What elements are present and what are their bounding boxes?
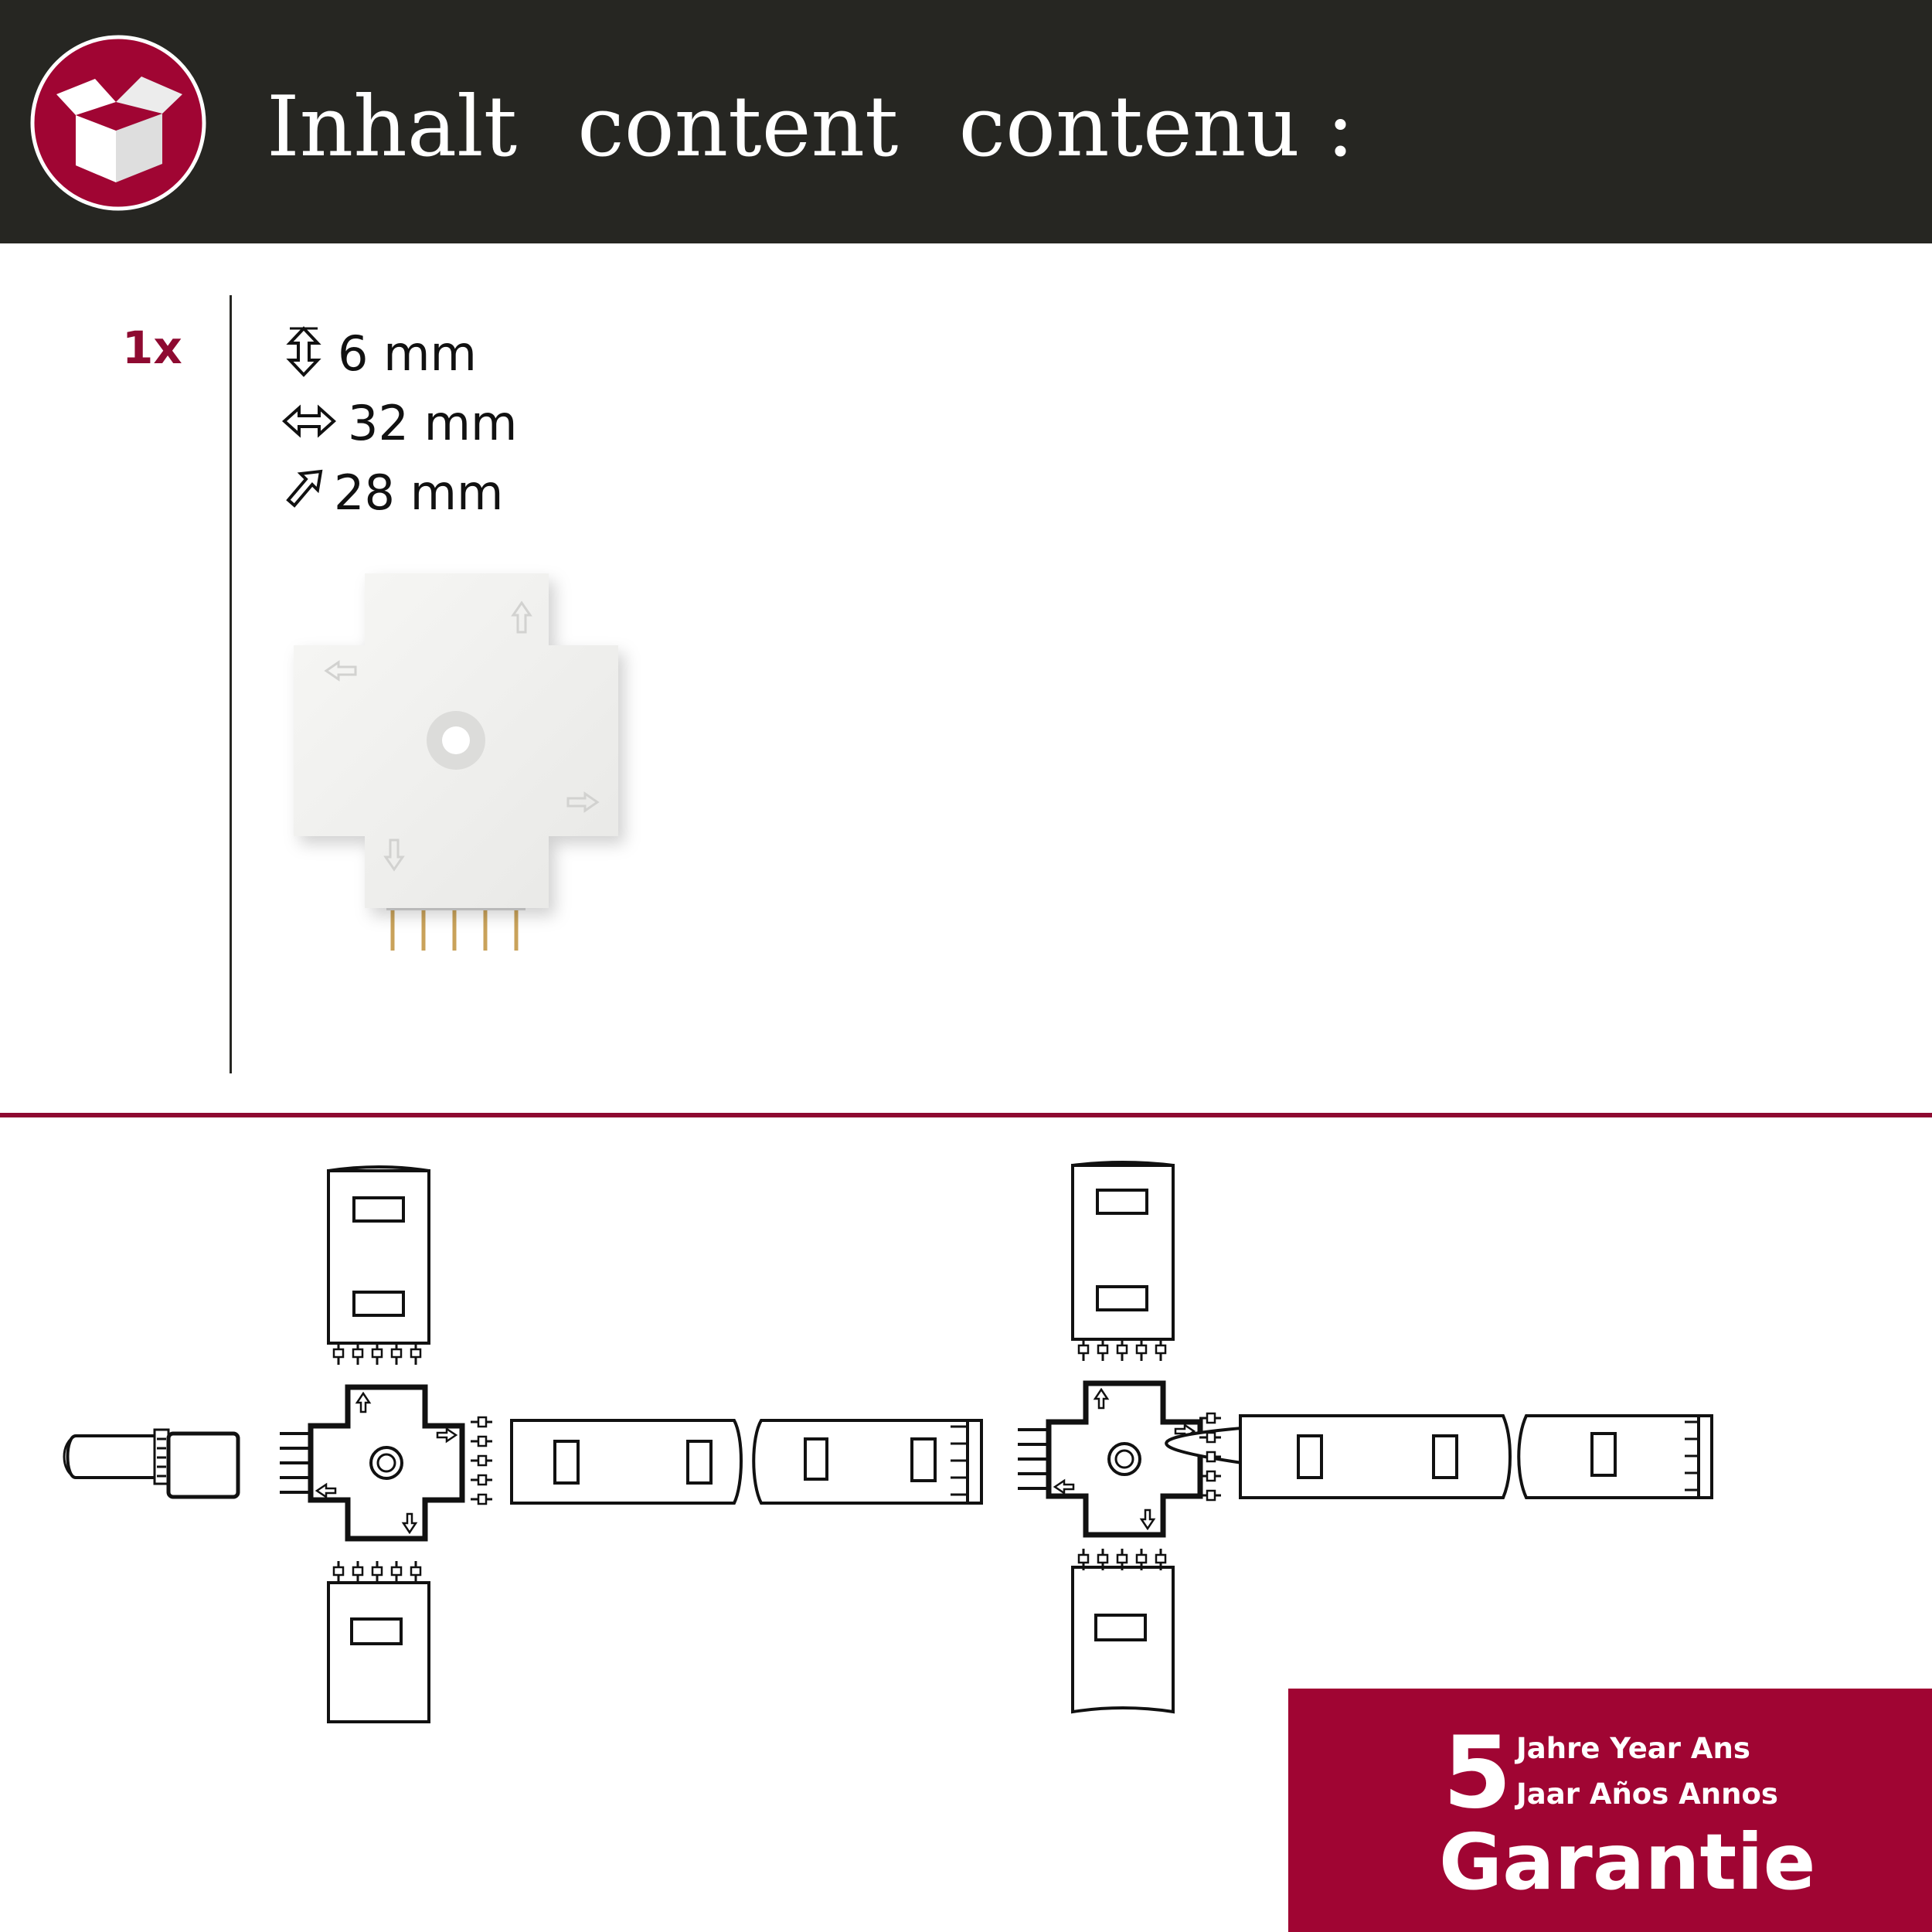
title-french: contenu : (958, 79, 1355, 175)
warranty-badge: 5 Jahre Year Ans Jaar Años Annos Garanti… (1288, 1689, 1932, 1932)
title-english: content (577, 79, 899, 175)
package-box-icon (30, 35, 206, 211)
divider-vertical (230, 295, 232, 1073)
warranty-years-label-2: Jaar Años Annos (1516, 1777, 1778, 1811)
warranty-years-label-1: Jahre Year Ans (1516, 1732, 1750, 1765)
page-title: Inhalt content contenu : (267, 77, 1355, 178)
dimension-depth-value: 28 mm (334, 464, 504, 521)
warranty-label: Garantie (1439, 1817, 1816, 1907)
header-bar: Inhalt content contenu : (0, 0, 1932, 243)
width-arrow-icon (282, 404, 336, 438)
height-arrow-icon (286, 326, 321, 377)
quantity-label: 1x (122, 321, 182, 374)
strip-top-right (1071, 1161, 1175, 1362)
title-german: Inhalt (267, 79, 518, 175)
dimension-height-value: 6 mm (338, 325, 477, 382)
divider-horizontal (0, 1113, 1932, 1117)
strip-top-left (327, 1165, 430, 1366)
depth-arrow-icon (286, 469, 323, 508)
x-connector-image (294, 573, 618, 951)
dimension-width-value: 32 mm (348, 395, 518, 451)
strip-bottom-left (327, 1560, 430, 1723)
connection-diagram (63, 1161, 1713, 1723)
strip-right-right (1165, 1412, 1713, 1502)
strip-right-left (469, 1416, 983, 1505)
power-cable-plug (63, 1428, 240, 1499)
strip-bottom-right (1071, 1547, 1175, 1714)
warranty-years: 5 (1443, 1716, 1512, 1831)
